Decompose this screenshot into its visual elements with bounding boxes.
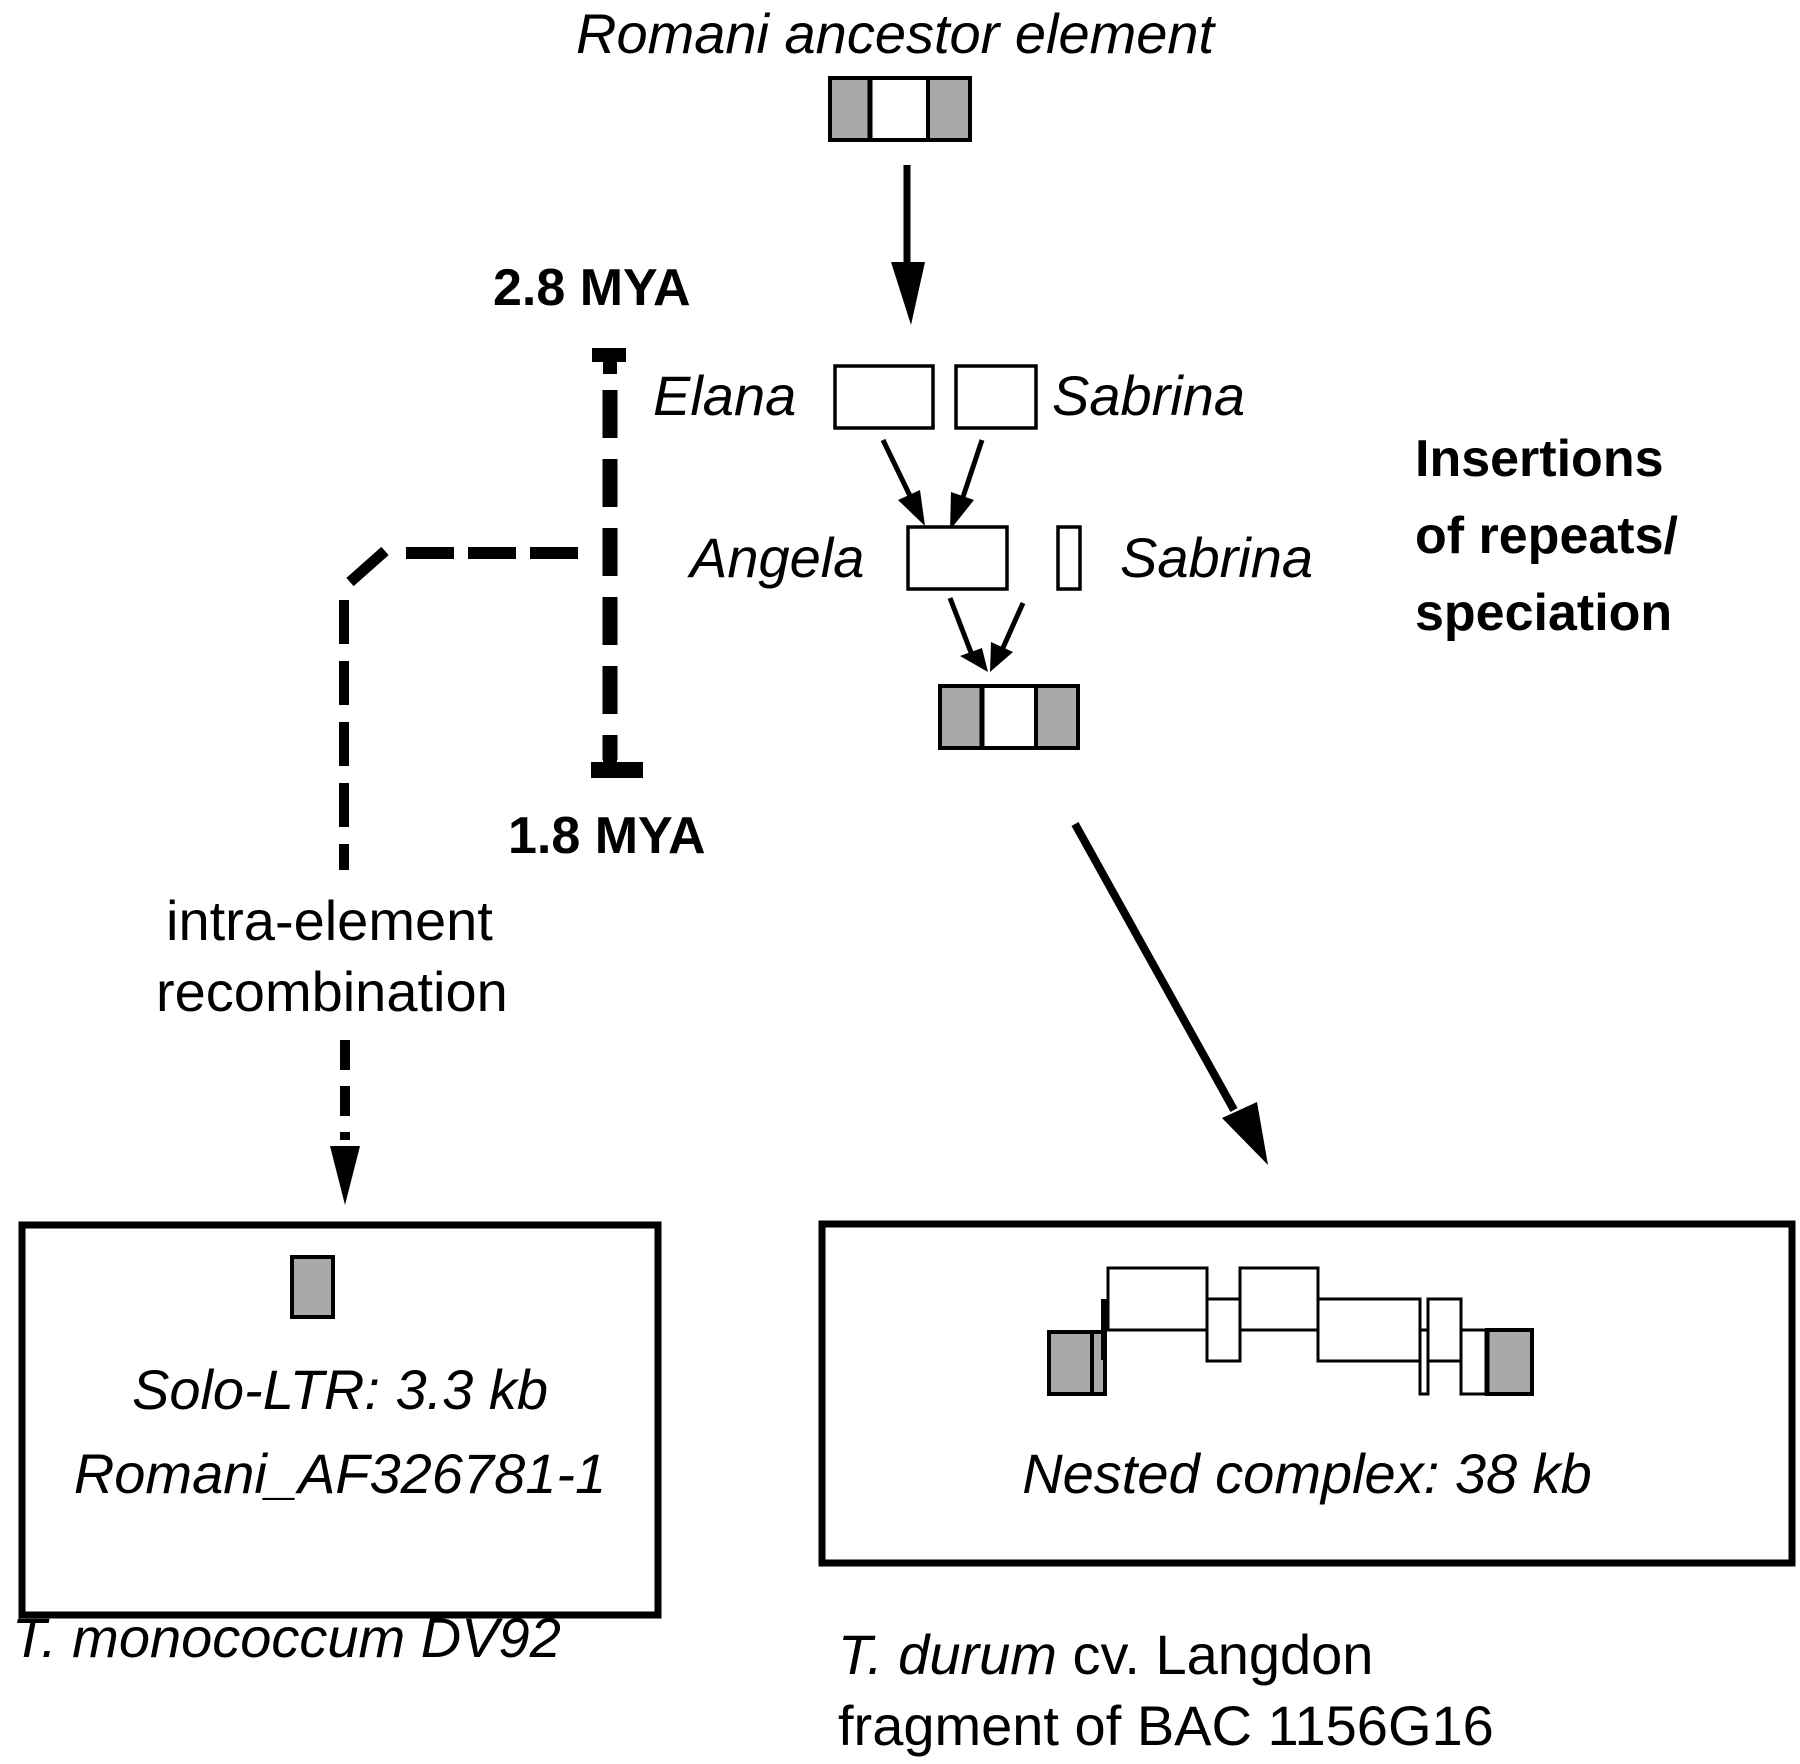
elana-box	[833, 364, 935, 430]
left-caption: T. monococcum DV92	[12, 1606, 561, 1669]
solo-ltr-size: Solo-LTR: 3.3 kb	[22, 1362, 658, 1418]
solo-ltr-id-text: Romani_AF326781-1	[73, 1442, 607, 1505]
right-caption-line-1: T. durum cv. Langdon	[838, 1627, 1373, 1683]
solo-ltr-size-text: Solo-LTR: 3.3 kb	[131, 1358, 549, 1421]
sabrina-box-2	[1056, 525, 1082, 591]
angela-label: Angela	[690, 526, 865, 589]
ancestor-element-icon	[828, 76, 972, 142]
recombination-label-line-1: intra-element	[166, 889, 493, 952]
nested-complex-structure-icon	[1047, 1266, 1534, 1396]
solo-ltr-box	[18, 1221, 662, 1619]
resulting-element-icon	[938, 684, 1080, 750]
recombination-arrow-icon	[330, 1040, 360, 1205]
timeline-bottom-label: 1.8 MYA	[508, 807, 706, 865]
timeline-bar	[591, 348, 643, 778]
diagram-title: Romani ancestor element	[576, 2, 1215, 65]
elana-label: Elana	[653, 364, 797, 427]
arrow-elana-to-angela-icon	[880, 438, 925, 526]
nested-complex-size: Nested complex: 38 kb	[822, 1446, 1792, 1502]
sabrina-label-2: Sabrina	[1120, 526, 1314, 589]
arrow-down-icon	[891, 165, 925, 325]
timeline-top-label: 2.8 MYA	[493, 259, 691, 317]
right-caption-line-2: fragment of BAC 1156G16	[838, 1694, 1494, 1757]
nested-complex-size-text: Nested complex: 38 kb	[1022, 1442, 1592, 1505]
side-note-line-2: of repeats/	[1415, 507, 1678, 565]
solo-ltr-id: Romani_AF326781-1	[22, 1446, 658, 1502]
arrow-angela-to-element-icon	[947, 597, 988, 672]
arrow-sabrina-to-element-icon	[990, 601, 1026, 672]
angela-box	[906, 525, 1009, 591]
sabrina-box-1	[954, 364, 1038, 430]
arrow-to-nested-complex-icon	[1071, 822, 1268, 1165]
arrow-sabrina-to-angela-icon	[950, 439, 985, 530]
recombination-label-line-2: recombination	[156, 960, 508, 1023]
sabrina-label-1: Sabrina	[1052, 364, 1246, 427]
right-caption-species: T. durum	[838, 1623, 1057, 1686]
right-caption-cultivar: cv. Langdon	[1056, 1623, 1374, 1686]
side-note-line-3: speciation	[1415, 584, 1673, 642]
side-note-line-1: Insertions	[1415, 430, 1664, 488]
recombination-path	[339, 546, 580, 870]
nested-complex-box	[818, 1220, 1796, 1567]
solo-ltr-icon	[290, 1255, 335, 1319]
